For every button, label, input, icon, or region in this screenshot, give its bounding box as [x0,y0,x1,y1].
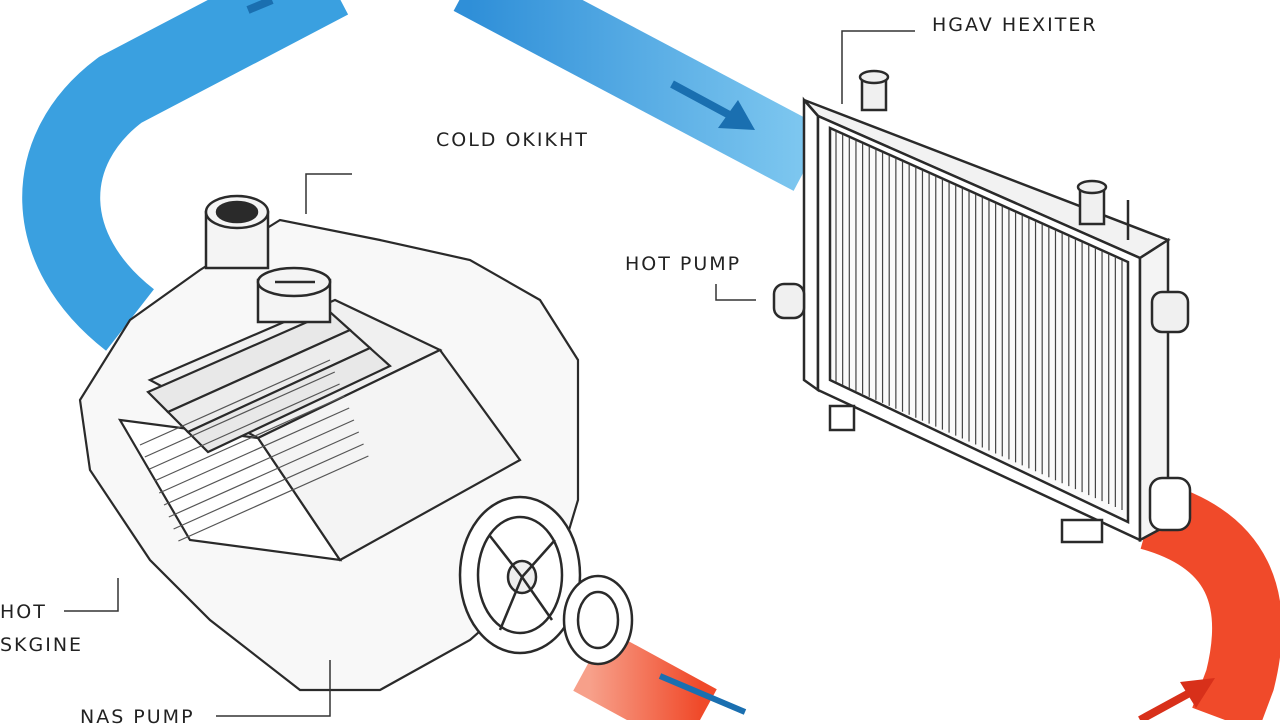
hot-flow-mark [658,673,747,715]
oil-cap-icon [256,266,332,324]
label-hot-pump: HOT PUMP [625,253,742,275]
label-radiator-top: HGAV HEXITER [932,14,1098,36]
cold-flow-mark [246,0,274,14]
label-cold-line: COLD OKIKHT [436,129,589,151]
radiator-fins [835,132,1123,510]
label-hot-engine-line1: HOT [0,601,47,623]
hot-flow-arrow-icon [1138,678,1215,720]
radiator-port-icon [772,282,1192,544]
label-bottom-pump: NAS PUMP [80,706,195,728]
radiator-cap-icon [858,69,1130,240]
cold-flow-arrow-icon [670,80,755,130]
hot-hose [573,481,1280,720]
water-pump-pulley-icon [458,495,634,666]
radiator [802,96,1171,543]
leader-lines [64,30,915,717]
engine-fins [139,359,369,542]
cold-hose [22,0,827,351]
intake-pipe-icon [204,194,270,270]
label-hot-engine-line2: SKGINE [0,634,84,656]
